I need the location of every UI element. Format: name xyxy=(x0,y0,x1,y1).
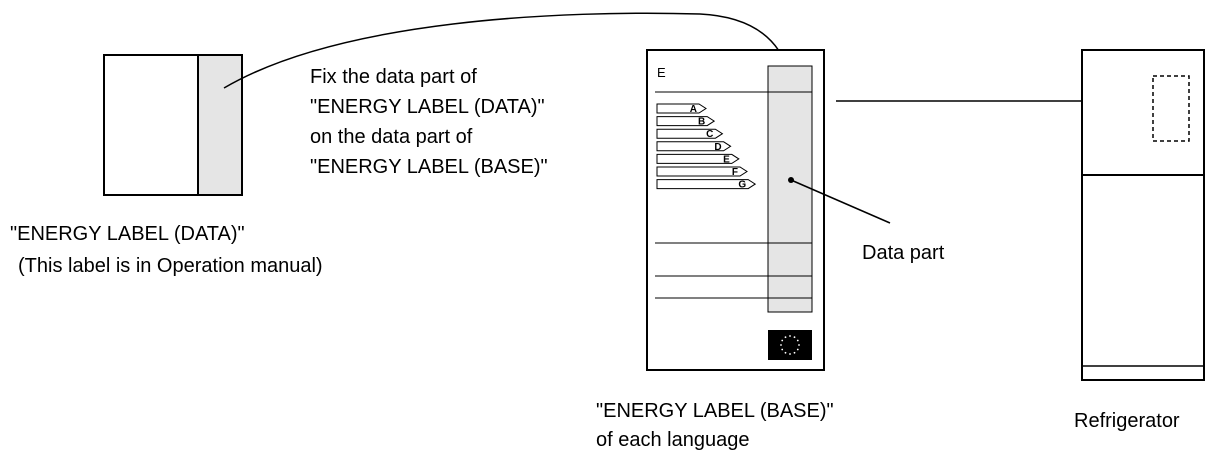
eu-star xyxy=(781,348,784,351)
refrigerator xyxy=(1081,49,1205,381)
refrigerator-body xyxy=(1081,49,1205,381)
data-label-caption: "ENERGY LABEL (DATA)" xyxy=(10,223,245,245)
eu-star xyxy=(793,351,796,354)
eu-star xyxy=(784,336,787,339)
eu-star xyxy=(781,339,784,342)
instruction-line-2: "ENERGY LABEL (DATA)" xyxy=(310,96,545,118)
eu-star xyxy=(780,344,782,346)
eu-star xyxy=(789,335,791,337)
eu-flag-background xyxy=(768,330,812,360)
grade-arrow-b xyxy=(656,116,716,127)
base-label-subcaption: of each language xyxy=(596,429,749,451)
grade-letter-b: B xyxy=(698,117,705,128)
grade-arrow-e xyxy=(656,153,740,164)
base-label-caption: "ENERGY LABEL (BASE)" xyxy=(596,400,834,422)
data-part-pointer-line xyxy=(790,179,891,224)
eu-star xyxy=(796,339,799,342)
eu-star-ring xyxy=(780,335,800,355)
grade-arrow-f xyxy=(656,166,748,177)
data-label-box xyxy=(103,54,243,196)
grade-letter-f: F xyxy=(732,167,738,178)
data-label-subcaption: (This label is in Operation manual) xyxy=(18,255,323,277)
base-label-header-letter: E xyxy=(657,65,666,80)
base-label-data-part xyxy=(767,65,813,313)
grade-letter-e: E xyxy=(723,154,730,165)
data-label-data-part xyxy=(197,54,243,196)
grade-letter-g: G xyxy=(738,180,746,191)
instruction-line-1: Fix the data part of xyxy=(310,66,477,88)
refrigerator-caption: Refrigerator xyxy=(1074,410,1180,432)
grade-arrow-a xyxy=(656,103,707,114)
eu-star xyxy=(793,336,796,339)
data-part-callout: Data part xyxy=(862,242,945,264)
grade-arrow-c xyxy=(656,128,724,139)
instruction-line-3: on the data part of xyxy=(310,126,473,148)
grade-letter-c: C xyxy=(706,129,713,140)
eu-star xyxy=(798,344,800,346)
grade-arrow-d xyxy=(656,141,732,152)
label-placement-marker xyxy=(1152,75,1190,142)
eu-star xyxy=(796,348,799,351)
eu-flag-icon xyxy=(768,330,812,360)
instruction-line-4: "ENERGY LABEL (BASE)" xyxy=(310,156,548,178)
grade-arrow-g xyxy=(656,179,757,190)
grade-letter-a: A xyxy=(690,104,697,115)
grade-letter-d: D xyxy=(714,142,721,153)
eu-star xyxy=(789,353,791,355)
eu-star xyxy=(784,351,787,354)
